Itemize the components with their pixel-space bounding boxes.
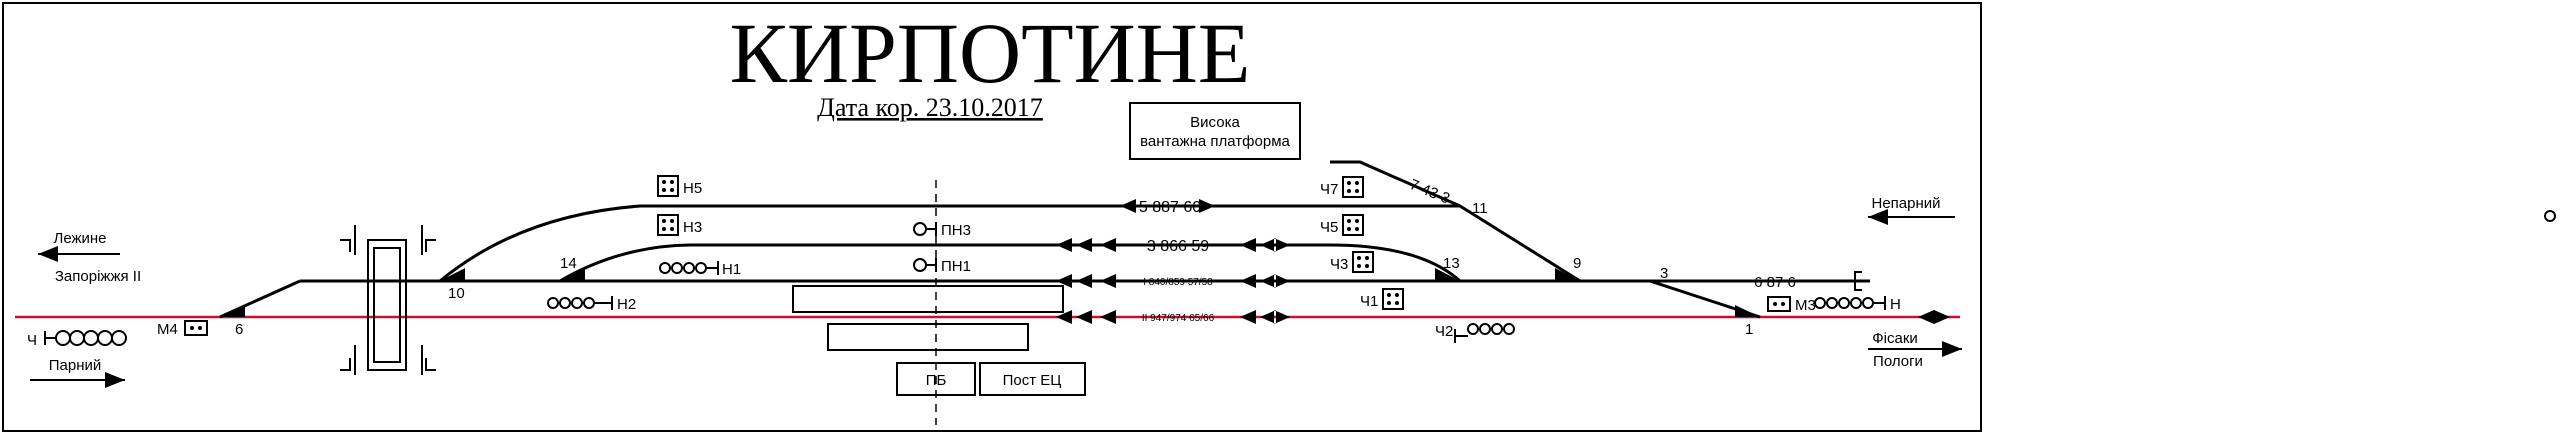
switch-1-wedge <box>1735 305 1760 317</box>
outside-marker <box>2544 210 2556 222</box>
direction-polohy: Пологи <box>1873 353 1923 370</box>
direction-lezhyne: Лежине <box>53 230 106 247</box>
svg-text:Н3: Н3 <box>683 219 702 236</box>
switch-10: 10 <box>448 285 465 302</box>
track-i-label: І 840/859 57/58 <box>1143 277 1213 288</box>
signal-h5: Н5 <box>657 175 702 197</box>
svg-text:Н1: Н1 <box>722 261 741 278</box>
diagram-frame <box>2 2 1982 432</box>
direction-neparnyi: Непарний <box>1871 195 1940 212</box>
switch-9-wedge <box>1555 268 1580 281</box>
switch-6-wedge <box>220 305 245 317</box>
direction-zaporizhzhia: Запоріжжя ІІ <box>55 268 141 285</box>
track-5 <box>439 204 1581 283</box>
signal-h2: Н2 <box>547 296 636 313</box>
svg-text:Ч5: Ч5 <box>1320 219 1338 236</box>
signal-m3: М3 <box>1767 296 1816 314</box>
switch-14-wedge <box>560 268 585 281</box>
correction-date: Дата кор. 23.10.2017 <box>817 93 1043 122</box>
signal-h1: Н1 <box>659 261 741 278</box>
track-ii-label: ІІ 947/974 65/66 <box>1142 313 1215 324</box>
track-5-label: 5 887 60 <box>1139 199 1201 216</box>
svg-text:М3: М3 <box>1795 297 1816 314</box>
signal-ch3: Ч3 <box>1330 251 1374 273</box>
switch-11: 11 <box>1472 200 1488 217</box>
track-markers <box>1056 199 1950 324</box>
svg-text:Ч: Ч <box>27 332 37 349</box>
svg-text:ПН3: ПН3 <box>941 222 971 239</box>
track-3 <box>559 243 1462 283</box>
siding-7-label: 7 43 3 <box>1407 176 1452 207</box>
platform-label-line2: вантажна платформа <box>1140 133 1290 150</box>
passenger-platform-2 <box>827 323 1029 351</box>
svg-text:М4: М4 <box>157 321 178 338</box>
switch-6: 6 <box>235 321 243 338</box>
svg-text:Н2: Н2 <box>617 296 636 313</box>
signal-ch1: Ч1 <box>1360 288 1404 310</box>
svg-text:Н5: Н5 <box>683 180 702 197</box>
signal-h3: Н3 <box>657 214 702 236</box>
signal-m4: М4 <box>157 320 208 338</box>
signal-ch2: Ч2 <box>1435 323 1515 343</box>
station-title: КИРПОТИНЕ <box>730 5 1251 101</box>
switch-14: 14 <box>560 255 577 272</box>
switch-3: 3 <box>1660 265 1668 282</box>
building-post-ec <box>979 362 1086 396</box>
direction-parnyi: Парний <box>49 357 102 374</box>
direction-fisaky: Фісаки <box>1872 330 1918 347</box>
track-3-label: 3 866 59 <box>1147 238 1209 255</box>
platform-label-line1: Висока <box>1190 114 1240 131</box>
svg-text:Н: Н <box>1890 296 1901 313</box>
svg-text:Ч2: Ч2 <box>1435 323 1453 340</box>
switch-9: 9 <box>1573 255 1581 272</box>
switch-1: 1 <box>1745 321 1753 338</box>
switch-13: 13 <box>1443 255 1460 272</box>
signal-ch7: Ч7 <box>1320 176 1364 198</box>
svg-text:Ч7: Ч7 <box>1320 181 1338 198</box>
building-post-label: Пост ЕЦ <box>1003 372 1062 389</box>
signal-pn3: ПН3 <box>913 222 971 239</box>
freight-platform <box>1129 102 1301 160</box>
switch-13-wedge <box>1435 268 1460 281</box>
crossing-structure <box>367 239 407 371</box>
track-right-label: 6 87 6 <box>1754 274 1796 291</box>
siding-7 <box>1330 160 1461 208</box>
svg-text:ПН1: ПН1 <box>941 258 971 275</box>
svg-text:Ч3: Ч3 <box>1330 256 1348 273</box>
signal-ch: Ч <box>27 330 127 349</box>
svg-text:Ч1: Ч1 <box>1360 293 1378 310</box>
signal-h: Н <box>1814 296 1901 313</box>
switch-10-wedge <box>440 268 465 281</box>
signal-pn1: ПН1 <box>913 258 971 275</box>
passenger-platform-1 <box>792 285 1064 313</box>
signal-ch5: Ч5 <box>1320 214 1364 236</box>
